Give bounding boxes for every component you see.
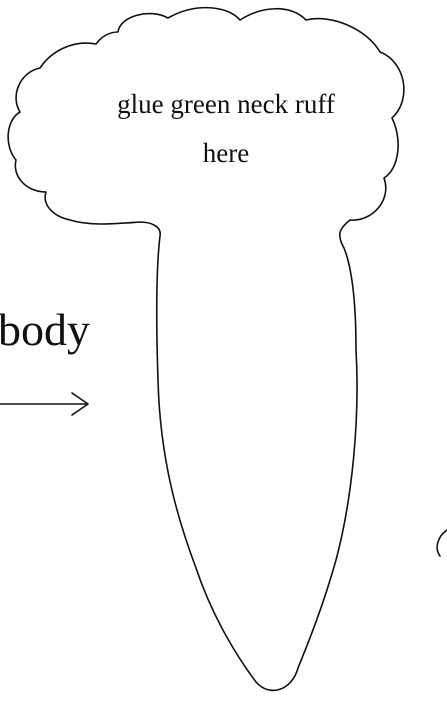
ruff-instruction-line-1: glue green neck ruff bbox=[117, 89, 335, 119]
ruff-instruction-line-2: here bbox=[203, 138, 249, 168]
partial-edge-mark bbox=[437, 530, 447, 556]
arrow-right-icon bbox=[0, 393, 88, 415]
body-label: body bbox=[0, 304, 90, 355]
